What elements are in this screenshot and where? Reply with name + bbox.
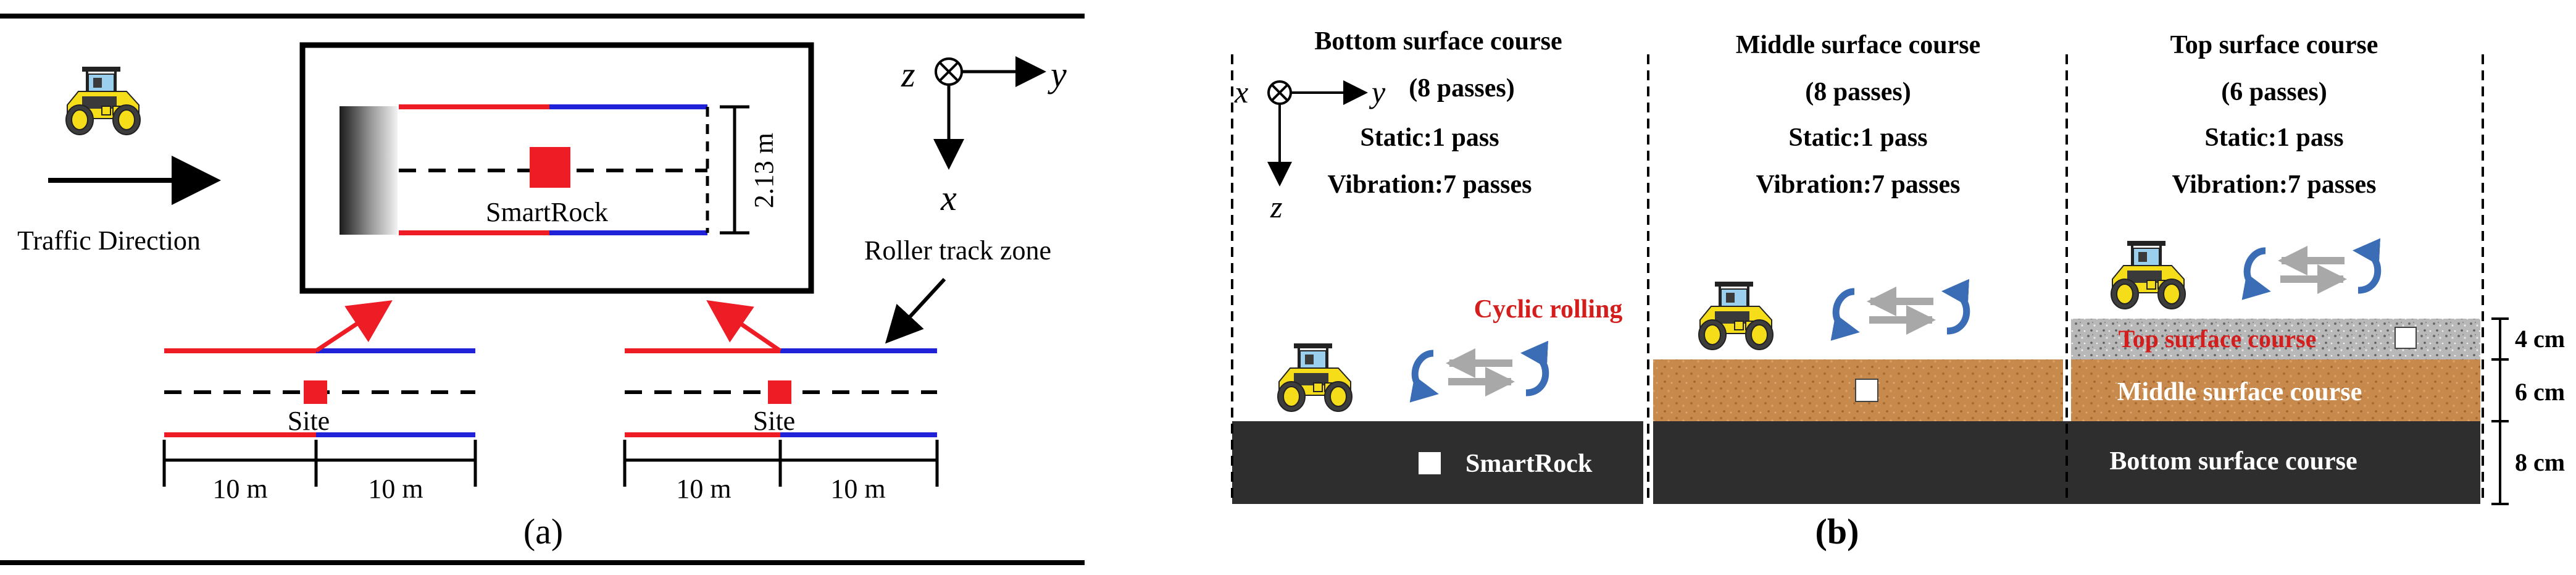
site1-label: Site bbox=[288, 406, 330, 436]
b-cyclic-arrows-2 bbox=[1836, 292, 1967, 331]
thickness-bottom: 8 cm bbox=[2515, 448, 2565, 476]
smartrock-marker-b3 bbox=[2395, 327, 2417, 349]
caption-b: (b) bbox=[1815, 511, 1859, 552]
thickness-top: 4 cm bbox=[2515, 325, 2565, 353]
end-block bbox=[340, 106, 398, 235]
layer-middle-label: Middle surface course bbox=[2117, 378, 2362, 406]
panel-a: Traffic Direction SmartRock 2.13 m z y x… bbox=[0, 14, 1085, 565]
col1-title: Bottom surface course bbox=[1314, 27, 1562, 56]
width-dim-label: 2.13 m bbox=[749, 133, 779, 208]
layer-middle-col3 bbox=[2071, 359, 2480, 421]
roller-track-zone-label: Roller track zone bbox=[864, 235, 1051, 266]
layer-top-label: Top surface course bbox=[2119, 325, 2317, 353]
axis-x-label: x bbox=[940, 178, 957, 218]
cyclic-rolling-label: Cyclic rolling bbox=[1474, 295, 1623, 324]
smartrock-marker-b2 bbox=[1855, 379, 1878, 402]
col2-title: Middle surface course bbox=[1736, 31, 1981, 59]
site1-zoom-arrow bbox=[315, 300, 393, 353]
b-axis-x-label: x bbox=[1234, 75, 1248, 109]
site1-dim-right: 10 m bbox=[368, 474, 423, 504]
col1-static: Static:1 pass bbox=[1360, 124, 1499, 152]
axis-y-label: y bbox=[1048, 54, 1067, 94]
col1-vibration: Vibration:7 passes bbox=[1328, 170, 1532, 199]
site2-dim-left: 10 m bbox=[676, 474, 731, 504]
b-roller-icon-2 bbox=[1698, 280, 1774, 351]
b-axis-cross-2 bbox=[1271, 84, 1288, 101]
site-detail-box bbox=[299, 42, 814, 294]
roller-icon bbox=[65, 65, 141, 136]
smartrock-label: SmartRock bbox=[486, 197, 608, 227]
col3-static: Static:1 pass bbox=[2204, 124, 2343, 152]
roller-track-zone-arrow bbox=[885, 277, 946, 344]
thickness-middle: 6 cm bbox=[2515, 378, 2565, 406]
traffic-direction-label: Traffic Direction bbox=[17, 225, 201, 256]
b-axis-y-label: y bbox=[1369, 75, 1386, 109]
smartrock-label-b: SmartRock bbox=[1465, 450, 1593, 478]
site2-label: Site bbox=[753, 406, 795, 436]
col3-vibration: Vibration:7 passes bbox=[2172, 170, 2377, 199]
smartrock-marker bbox=[530, 147, 570, 188]
col2-static: Static:1 pass bbox=[1788, 124, 1927, 152]
site1-dim-left: 10 m bbox=[212, 474, 267, 504]
caption-a: (a) bbox=[523, 511, 563, 552]
b-cyclic-arrows-3 bbox=[2247, 251, 2378, 290]
site-2: Site 10 m 10 m bbox=[623, 300, 939, 504]
col2-passes: (8 passes) bbox=[1805, 78, 1911, 106]
site2-marker bbox=[768, 380, 791, 404]
axis-z-label: z bbox=[901, 54, 915, 94]
site-1: Site 10 m 10 m bbox=[162, 300, 477, 504]
layer-bottom-label: Bottom surface course bbox=[2109, 447, 2357, 476]
col2-vibration: Vibration:7 passes bbox=[1756, 170, 1961, 199]
b-axis-z-label: z bbox=[1270, 190, 1282, 224]
site2-zoom-arrow bbox=[706, 300, 782, 353]
panel-b: Bottom surface course (8 passes) Static:… bbox=[1231, 27, 2565, 552]
col3-title: Top surface course bbox=[2170, 31, 2378, 59]
b-roller-icon-1 bbox=[1277, 342, 1353, 413]
col1-passes: (8 passes) bbox=[1409, 74, 1515, 103]
smartrock-marker-b1 bbox=[1419, 452, 1441, 474]
col3-passes: (6 passes) bbox=[2221, 78, 2327, 106]
b-cyclic-arrows-1 bbox=[1415, 353, 1546, 393]
site2-dim-right: 10 m bbox=[830, 474, 885, 504]
b-roller-icon-3 bbox=[2110, 240, 2186, 310]
axis-origin-cross-2 bbox=[938, 61, 959, 82]
site1-marker bbox=[304, 380, 327, 404]
